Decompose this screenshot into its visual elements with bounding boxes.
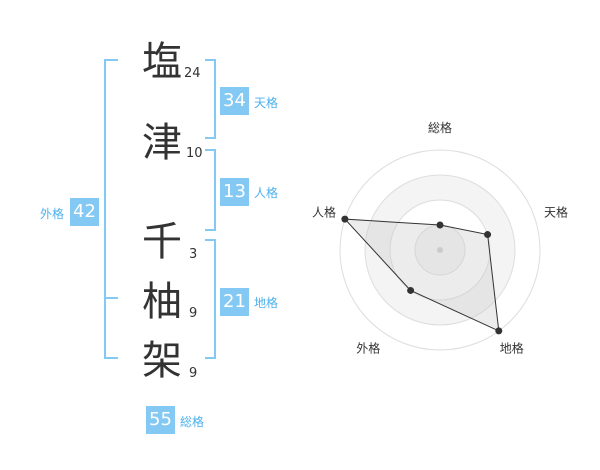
chikaku-label: 地格 [254, 296, 279, 310]
radar-axis-label-4: 外格 [356, 341, 380, 356]
radar-point-2 [484, 231, 492, 239]
name-char-4: 柚 [142, 279, 182, 325]
radar-point-5 [341, 215, 349, 223]
tenkaku-label: 天格 [254, 96, 279, 110]
name-char-5: 架 [142, 338, 182, 384]
soukaku-badge: 55 [146, 406, 175, 434]
jinkaku-label: 人格 [254, 186, 279, 200]
stroke-count-2: 10 [186, 146, 203, 161]
radar-axis-label-5: 人格 [312, 204, 336, 219]
tenkaku-bracket [205, 59, 216, 139]
radar-point-1 [436, 221, 444, 229]
tenkaku-badge: 34 [220, 87, 249, 115]
radar-point-3 [495, 327, 503, 335]
name-char-3: 千 [142, 219, 182, 265]
radar-axis-label-3: 地格 [500, 341, 524, 356]
gaikaku-badge: 42 [70, 198, 99, 226]
gaikaku-bracket-top [104, 59, 118, 359]
stroke-count-1: 24 [184, 66, 201, 81]
radar-center [437, 247, 443, 253]
name-char-1: 塩 [142, 39, 182, 85]
radar-polygon [343, 218, 500, 332]
radar-axis-label-1: 総格 [428, 120, 452, 135]
chikaku-bracket [205, 239, 216, 359]
jinkaku-bracket [205, 149, 216, 231]
radar-point-4 [407, 286, 415, 294]
gaikaku-label: 外格 [40, 207, 65, 221]
soukaku-label: 総格 [180, 415, 205, 429]
stroke-count-4: 9 [189, 306, 198, 321]
name-char-2: 津 [142, 120, 182, 166]
radar-axis-label-2: 天格 [544, 204, 568, 219]
chikaku-badge: 21 [220, 288, 249, 316]
jinkaku-badge: 13 [220, 178, 249, 206]
stroke-count-5: 9 [189, 366, 198, 381]
stroke-count-3: 3 [189, 247, 198, 262]
